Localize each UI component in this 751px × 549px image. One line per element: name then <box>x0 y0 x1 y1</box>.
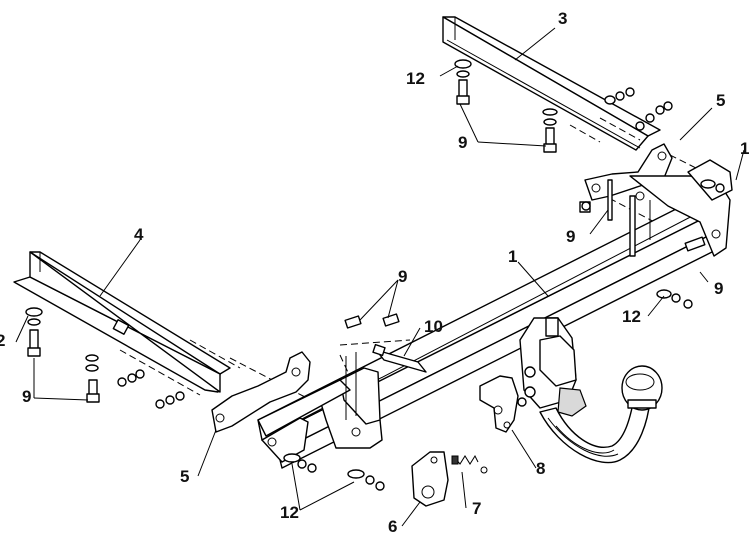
label-part-12-top: 12 <box>406 69 425 88</box>
label-part-1-right: 1 <box>740 139 749 158</box>
left-mount-plate <box>257 352 383 463</box>
bolt-upper-mid <box>543 127 557 153</box>
label-part-9-center: 9 <box>398 267 407 286</box>
bolt-left-2 <box>86 379 100 403</box>
label-part-3: 3 <box>558 9 567 28</box>
label-part-9-top: 9 <box>458 133 467 152</box>
towball-housing <box>519 317 587 417</box>
label-part-10: 10 <box>424 317 443 336</box>
label-part-12-bottom: 12 <box>280 503 299 522</box>
label-part-7: 7 <box>472 499 481 518</box>
label-part-4: 4 <box>134 225 144 244</box>
leader-lines <box>15 27 745 527</box>
label-part-9-right: 9 <box>714 279 723 298</box>
bracket-part-5-right <box>584 143 673 201</box>
bracket-part-5-left <box>211 351 311 433</box>
label-part-9-right-mid: 9 <box>566 227 575 246</box>
label-part-5-top: 5 <box>716 91 725 110</box>
label-part-6: 6 <box>388 517 397 536</box>
washers-and-nuts <box>25 59 725 491</box>
label-part-12-right: 12 <box>622 307 641 326</box>
plate-part-6 <box>411 451 449 507</box>
crossbar-part-1 <box>257 199 717 469</box>
link-part-10 <box>372 343 427 373</box>
bolt-left-1 <box>27 329 41 357</box>
bolt-upper-left <box>456 79 470 105</box>
bolt-right <box>684 236 706 252</box>
label-part-5-bottom: 5 <box>180 467 189 486</box>
towball <box>621 365 663 411</box>
label-part-1: 1 <box>508 247 517 266</box>
vertical-rods <box>607 179 636 257</box>
rail-part-4 <box>13 251 231 393</box>
label-part-8: 8 <box>536 459 545 478</box>
spring-part-7 <box>451 454 488 474</box>
part-labels: 3 12 9 5 1 9 4 1 9 10 9 12 2 9 5 8 12 7 … <box>0 9 749 536</box>
rail-part-3 <box>442 16 661 151</box>
label-part-2: 2 <box>0 331 5 350</box>
bolts <box>27 79 706 403</box>
bolt-center-1 <box>344 313 400 329</box>
bracket-part-8 <box>479 375 519 433</box>
label-part-9-left: 9 <box>22 387 31 406</box>
